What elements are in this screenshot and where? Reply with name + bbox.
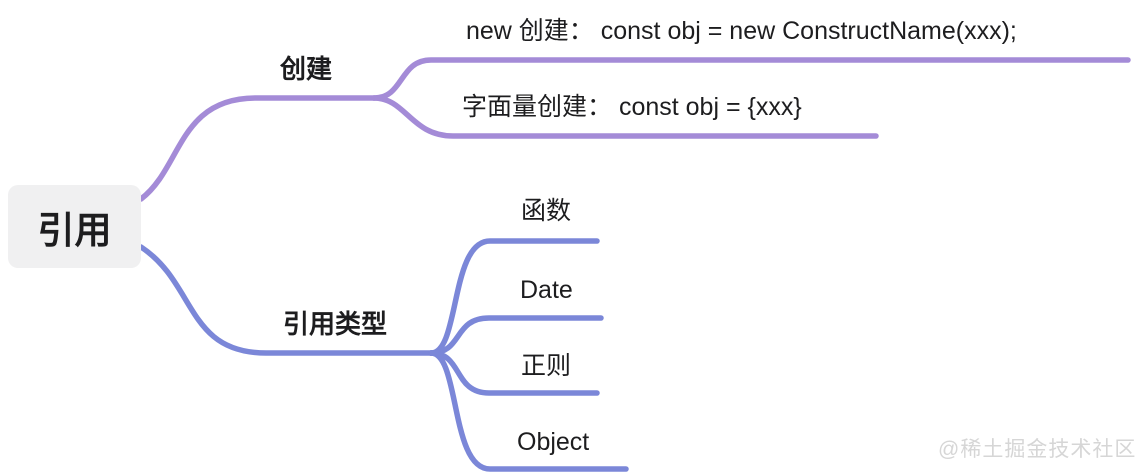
leaf-node-new-create[interactable]: new 创建： const obj = new ConstructName(xx… [466, 17, 1017, 45]
connector-types-to-regexp [428, 350, 600, 396]
branch-node-create[interactable]: 创建 [280, 54, 333, 84]
leaf-node-date[interactable]: Date [520, 276, 573, 304]
leaf-node-literal-create[interactable]: 字面量创建： const obj = {xxx} [462, 93, 802, 121]
root-node-reference[interactable]: 引用 [8, 185, 141, 268]
connector-create-to-new [371, 57, 1131, 101]
connector-types-to-object [428, 350, 629, 472]
connector-types-to-function [428, 238, 600, 356]
connector-types-to-date [428, 315, 604, 356]
connector-root-to-create [138, 95, 377, 202]
connector-root-to-types [138, 244, 434, 356]
leaf-node-object[interactable]: Object [517, 428, 590, 456]
watermark-text: @稀土掘金技术社区 [938, 438, 1136, 461]
leaf-node-regexp[interactable]: 正则 [521, 352, 572, 380]
connector-create-to-literal [371, 95, 879, 139]
branch-node-reference-types[interactable]: 引用类型 [283, 309, 388, 339]
leaf-node-function[interactable]: 函数 [521, 197, 572, 225]
